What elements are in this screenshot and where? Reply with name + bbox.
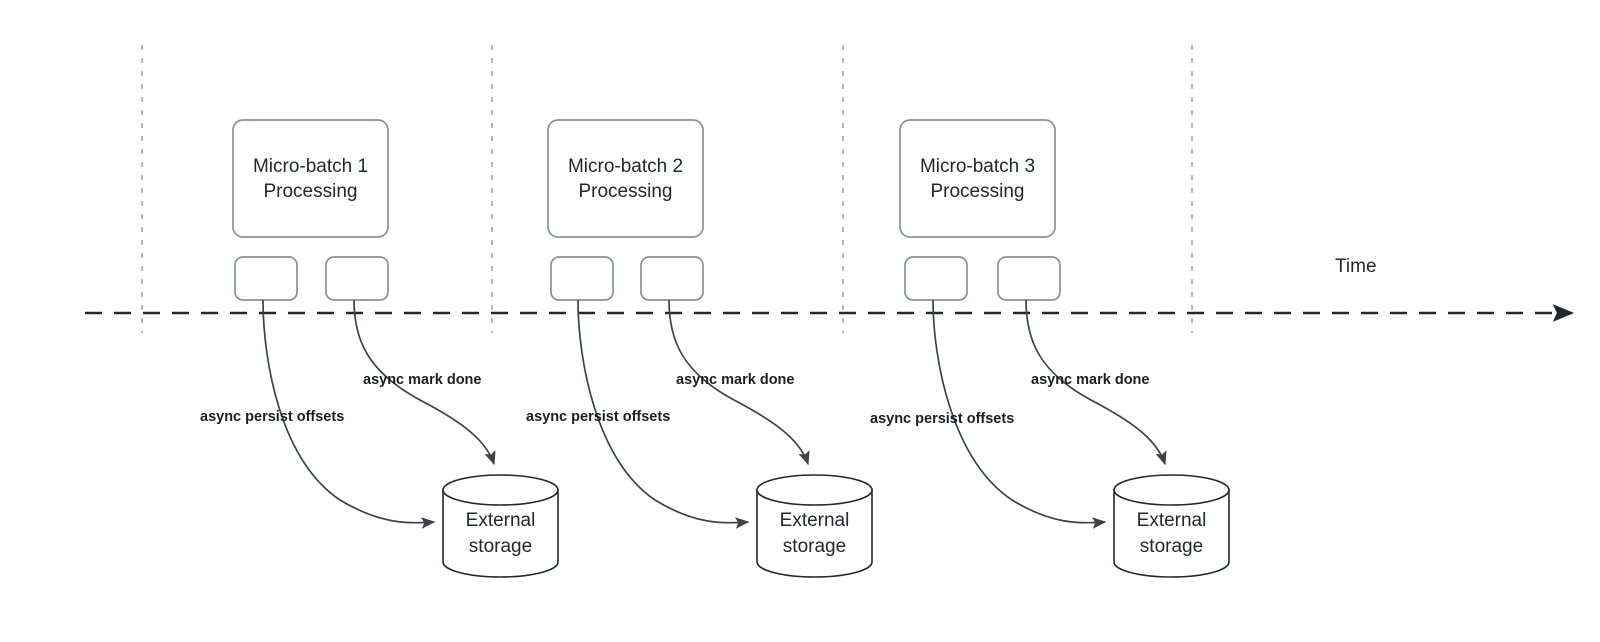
edge-async-persist-offsets-micro-batch-1	[262, 299, 436, 529]
task-box-mark-micro-batch-2[interactable]	[640, 256, 704, 301]
guide-lines-group	[140, 45, 1194, 333]
edge-async-persist-offsets-micro-batch-2	[577, 299, 750, 529]
storage-group	[442, 474, 1230, 578]
task-box-persist-micro-batch-3[interactable]	[904, 256, 968, 301]
storage-cylinder-body-micro-batch-2[interactable]	[756, 489, 873, 578]
storage-cylinder-body-micro-batch-1[interactable]	[442, 489, 559, 578]
edge-async-mark-done-micro-batch-3	[1025, 299, 1167, 466]
process-box-micro-batch-1[interactable]	[232, 119, 389, 238]
process-box-micro-batch-3[interactable]	[899, 119, 1056, 238]
task-box-persist-micro-batch-2[interactable]	[550, 256, 614, 301]
time-axis-label: Time	[1335, 256, 1377, 277]
task-box-mark-micro-batch-3[interactable]	[997, 256, 1061, 301]
edge-async-mark-done-label-micro-batch-2: async mark done	[676, 372, 795, 388]
edge-async-persist-offsets-label-micro-batch-2: async persist offsets	[526, 409, 671, 425]
process-box-micro-batch-2[interactable]	[547, 119, 704, 238]
storage-cylinder-top-micro-batch-3	[1113, 474, 1230, 506]
storage-cylinder-top-micro-batch-2	[756, 474, 873, 506]
edge-async-mark-done-label-micro-batch-3: async mark done	[1031, 372, 1150, 388]
boxes-group	[232, 119, 1061, 301]
task-box-persist-micro-batch-1[interactable]	[234, 256, 298, 301]
edge-async-mark-done-micro-batch-2	[668, 299, 810, 466]
storage-label-micro-batch-2: External storage	[779, 509, 850, 557]
edges-group	[262, 299, 1167, 529]
edge-async-persist-offsets-label-micro-batch-3: async persist offsets	[870, 411, 1015, 427]
task-box-mark-micro-batch-1[interactable]	[325, 256, 389, 301]
storage-cylinder-top-micro-batch-1	[442, 474, 559, 506]
edge-async-mark-done-label-micro-batch-1: async mark done	[363, 372, 482, 388]
edge-async-mark-done-micro-batch-1	[353, 299, 496, 466]
edge-async-persist-offsets-label-micro-batch-1: async persist offsets	[200, 409, 345, 425]
storage-label-micro-batch-3: External storage	[1136, 509, 1207, 557]
storage-label-micro-batch-1: External storage	[465, 509, 536, 557]
storage-cylinder-body-micro-batch-3[interactable]	[1113, 489, 1230, 578]
edge-async-persist-offsets-micro-batch-3	[932, 299, 1107, 529]
